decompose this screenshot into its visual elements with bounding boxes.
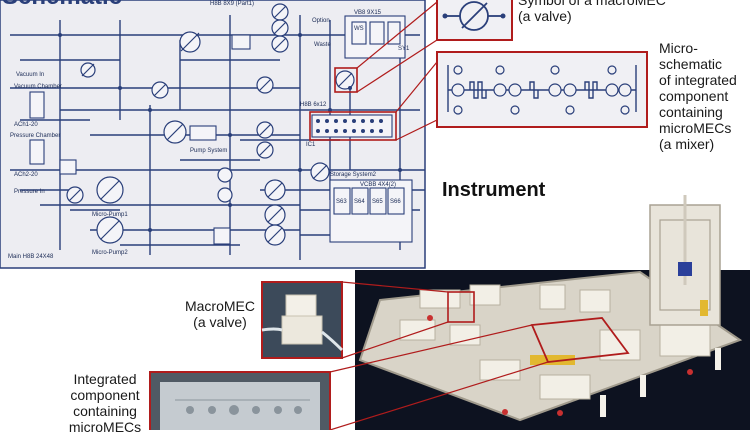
symbol-callout-line1: Symbol of a macroMEC	[518, 0, 666, 8]
micro-schematic-callout: Micro- schematic of integrated component…	[659, 40, 737, 152]
waste-label: Waste	[314, 42, 331, 48]
s65-label: S65	[372, 199, 383, 205]
micro-schematic-line6: microMECs	[659, 120, 732, 136]
vcbb-label: VCBB 4X4(2)	[360, 182, 396, 188]
integrated-callout-line1: Integrated	[73, 371, 137, 387]
micro-schematic-box	[436, 51, 648, 128]
macromec-symbol-box	[436, 0, 513, 41]
instrument-photo	[355, 195, 750, 430]
micro-pump1-label: Micro-Pump1	[92, 212, 128, 218]
sy1-label: SY1	[398, 46, 410, 52]
micro-schematic-line3: of integrated	[659, 72, 737, 88]
symbol-callout: Symbol of a macroMEC (a valve)	[518, 0, 666, 24]
vacuum-chamber-label: Vacuum Chamber	[14, 84, 62, 90]
schematic-panel: Schematic	[0, 0, 426, 269]
callout-lines-top	[356, 1, 438, 141]
s64-label: S64	[354, 199, 365, 205]
ic-highlight	[309, 111, 397, 141]
vb8-label: VB8 9X15	[354, 10, 382, 16]
macromec-callout-line1: MacroMEC	[184, 298, 255, 314]
micro-schematic-line5: containing	[659, 104, 723, 120]
option-label: Option	[312, 18, 330, 24]
s63-label: S63	[336, 199, 347, 205]
schematic-title: Schematic	[2, 0, 122, 10]
h8b-6x12-label: H8B 6x12	[300, 102, 327, 108]
micro-schematic-line7: (a mixer)	[659, 136, 715, 152]
micro-schematic-line4: component	[659, 88, 729, 104]
integrated-photo-box	[149, 371, 331, 430]
pressure-in-label: Pressure In	[14, 189, 45, 195]
storage-system2-label: Storage System2	[330, 172, 377, 178]
ic1-label: IC1	[306, 142, 316, 148]
macromec-photo-box	[261, 281, 344, 359]
symbol-callout-line2: (a valve)	[518, 8, 572, 24]
integrated-callout-line2: component	[70, 387, 140, 403]
h8b-8x9-label: H8B 8X9 (Part1)	[210, 1, 254, 7]
micro-schematic-line2: schematic	[659, 56, 723, 72]
callout-lines-bottom	[329, 281, 549, 430]
instrument-title: Instrument	[442, 179, 546, 201]
macromec-callout: MacroMEC (a valve)	[182, 298, 258, 330]
micro-pump2-label: Micro-Pump2	[92, 250, 128, 256]
micro-schematic-line1: Micro-	[659, 40, 698, 56]
ach2-label: ACh2-20	[14, 172, 38, 178]
macromec-callout-line2: (a valve)	[193, 314, 247, 330]
integrated-callout: Integrated component containing microMEC…	[62, 371, 148, 435]
ws-label: WS	[354, 26, 364, 32]
valve-highlight	[334, 67, 358, 93]
integrated-callout-line4: microMECs	[68, 419, 142, 435]
ach1-label: ACh1-20	[14, 122, 38, 128]
main-label: Main H8B 24X48	[8, 254, 54, 260]
pressure-chamber-label: Pressure Chamber	[10, 133, 60, 139]
s66-label: S66	[390, 199, 401, 205]
integrated-callout-line3: containing	[73, 403, 137, 419]
vacuum-in-label: Vacuum In	[16, 72, 44, 78]
pump-system-label: Pump System	[190, 148, 227, 154]
